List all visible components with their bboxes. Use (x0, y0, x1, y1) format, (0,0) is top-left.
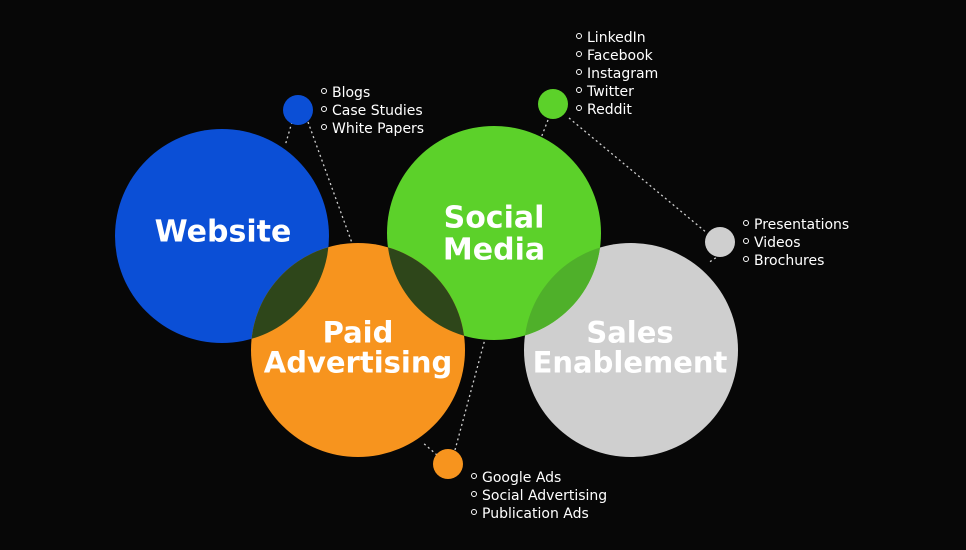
overlap-website-paid (251, 243, 329, 343)
overlap-social-paid (387, 243, 465, 340)
connector-website-right (307, 121, 353, 244)
sales-enablement-label: Sales Enablement (532, 315, 728, 380)
bullet-icon (471, 473, 477, 479)
bullet-icon (471, 491, 477, 497)
list-item: Publication Ads (471, 505, 607, 523)
connector-lines (284, 117, 721, 456)
paid-advertising-channel-list: Google Ads Social Advertising Publicatio… (471, 469, 607, 523)
social-media-label: Social Media (442, 200, 546, 267)
social-media-dot (538, 89, 568, 119)
bullet-icon (743, 220, 749, 226)
bullet-icon (743, 256, 749, 262)
bullet-icon (743, 238, 749, 244)
social-media-channel-list: LinkedIn Facebook Instagram Twitter Redd… (576, 29, 658, 119)
list-item: Blogs (321, 84, 424, 102)
list-item: Presentations (743, 216, 849, 234)
paid-advertising-dot (433, 449, 463, 479)
connector-website-left (284, 121, 293, 147)
bullet-icon (576, 51, 582, 57)
connector-paid-right (454, 338, 486, 451)
list-item: LinkedIn (576, 29, 658, 47)
social-media-label-line2: Media (442, 232, 546, 267)
website-label-line1: Website (154, 214, 292, 250)
list-item: Videos (743, 234, 849, 252)
bullet-icon (321, 124, 327, 130)
list-item: Instagram (576, 65, 658, 83)
bullet-icon (576, 105, 582, 111)
website-dot (283, 95, 313, 125)
sales-enablement-label-line1: Sales (586, 315, 674, 350)
social-media-label-line1: Social (443, 200, 545, 236)
bullet-icon (321, 88, 327, 94)
connector-paid-left (421, 441, 438, 456)
sales-enablement-channel-list: Presentations Videos Brochures (743, 216, 849, 270)
connector-social (540, 119, 549, 139)
bullet-icon (471, 509, 477, 515)
list-item: Facebook (576, 47, 658, 65)
bullet-icon (321, 106, 327, 112)
list-item: Brochures (743, 252, 849, 270)
overlap-social-sales (524, 243, 601, 340)
list-item: Twitter (576, 83, 658, 101)
list-item: White Papers (321, 120, 424, 138)
website-channel-list: Blogs Case Studies White Papers (321, 84, 424, 138)
sales-enablement-dot (705, 227, 735, 257)
bullet-icon (576, 69, 582, 75)
sales-enablement-label-line2: Enablement (532, 346, 728, 380)
list-item: Social Advertising (471, 487, 607, 505)
website-label: Website (155, 216, 292, 248)
paid-advertising-label-line2: Advertising (263, 346, 453, 380)
paid-advertising-label-line1: Paid (322, 315, 394, 350)
bullet-icon (576, 87, 582, 93)
paid-advertising-label: Paid Advertising (263, 315, 453, 380)
bullet-icon (576, 33, 582, 39)
list-item: Google Ads (471, 469, 607, 487)
list-item: Case Studies (321, 102, 424, 120)
list-item: Reddit (576, 101, 658, 119)
